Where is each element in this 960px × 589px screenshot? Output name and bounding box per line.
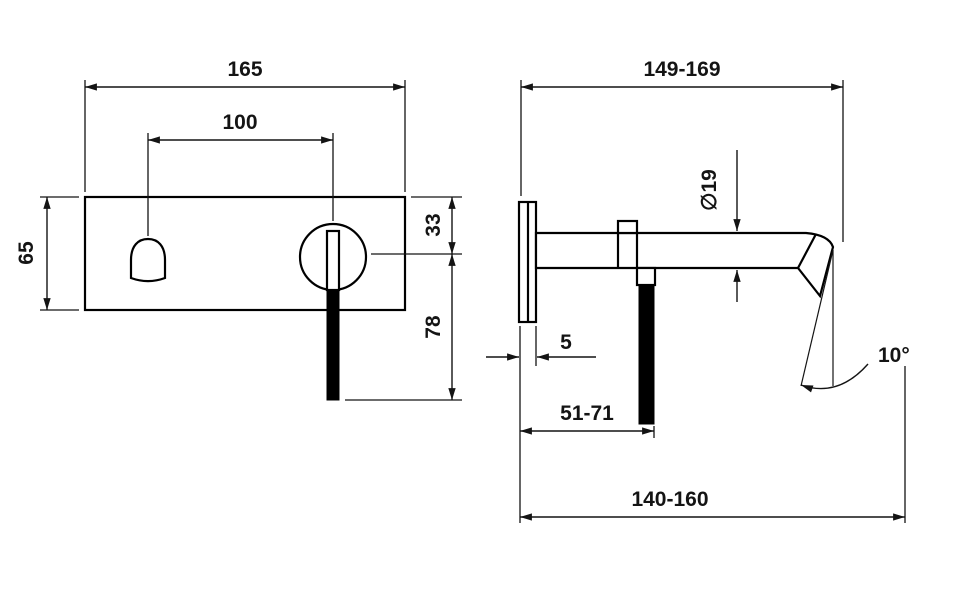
plate-height-value: 65 bbox=[15, 241, 38, 265]
handle-lever bbox=[326, 289, 340, 401]
dim-spout-angle: 10° bbox=[800, 249, 910, 393]
plate-thickness-value: 5 bbox=[560, 331, 572, 354]
dim-plate-width: 165 bbox=[84, 58, 406, 192]
spout-reach-value: 149-169 bbox=[643, 58, 720, 81]
dim-outlet-projection: 140-160 bbox=[520, 366, 906, 523]
outlet-projection-value: 140-160 bbox=[631, 488, 708, 511]
centers-distance-value: 100 bbox=[222, 111, 257, 134]
spout-tip-crease bbox=[797, 233, 817, 269]
side-view: 149-169 ∅19 5 51-71 10° bbox=[486, 58, 910, 523]
dim-spout-diameter: ∅19 bbox=[698, 150, 741, 302]
handle-lever-side bbox=[638, 284, 655, 425]
handle-stem bbox=[325, 229, 341, 292]
dim-plate-height: 65 bbox=[15, 196, 79, 311]
spout-angle-value: 10° bbox=[878, 344, 910, 367]
center-to-lever-end-value: 78 bbox=[422, 315, 445, 339]
angle-arc bbox=[800, 363, 869, 393]
dim-lever-projection: 51-71 bbox=[520, 402, 655, 438]
dim-center-to-lever-end: 78 bbox=[345, 253, 462, 401]
top-to-center-value: 33 bbox=[422, 213, 445, 236]
lever-projection-value: 51-71 bbox=[560, 402, 614, 425]
dim-centers-distance: 100 bbox=[147, 111, 334, 236]
dim-plate-thickness: 5 bbox=[486, 326, 596, 366]
angle-slant-line bbox=[800, 249, 834, 387]
front-view: 165 100 65 33 78 bbox=[15, 58, 462, 401]
spout-outlet bbox=[129, 237, 167, 283]
dim-spout-reach: 149-169 bbox=[520, 58, 844, 242]
dim-top-to-center: 33 bbox=[371, 196, 462, 255]
cartridge-cap bbox=[616, 219, 639, 235]
spout-diameter-value: ∅19 bbox=[698, 169, 721, 211]
plate-width-value: 165 bbox=[227, 58, 262, 81]
handle-neck-side bbox=[635, 266, 657, 287]
spout-side bbox=[534, 231, 835, 299]
